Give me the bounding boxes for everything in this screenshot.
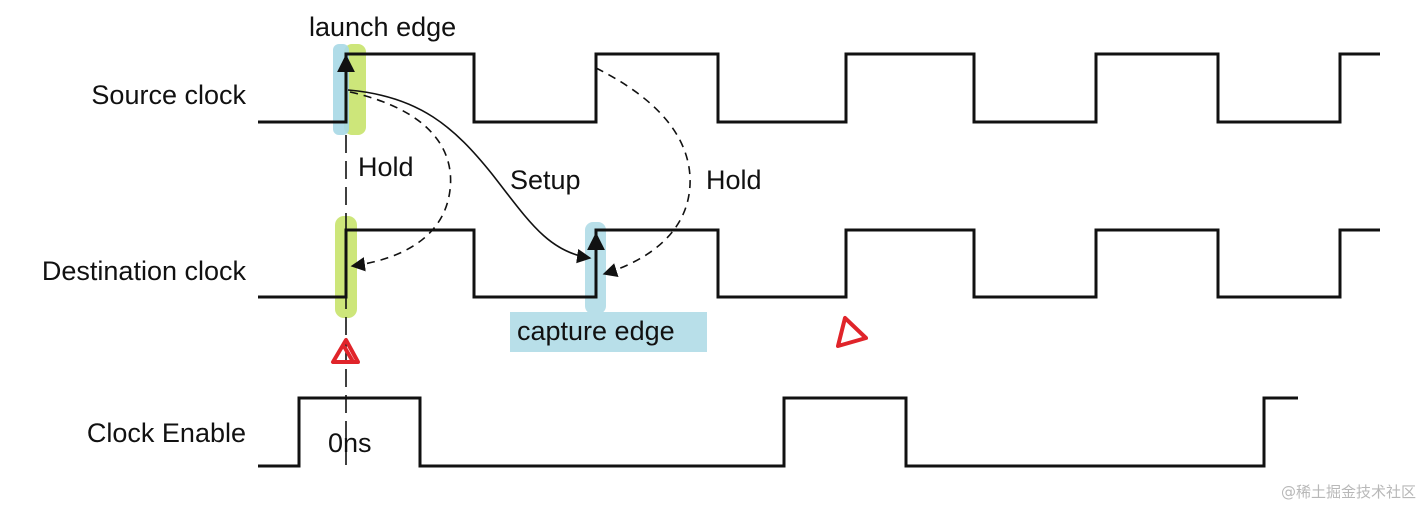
source-clock-label: Source clock bbox=[91, 80, 246, 110]
setup-label: Setup bbox=[510, 165, 581, 195]
destination-clock-label: Destination clock bbox=[42, 256, 247, 286]
capture-edge-label: capture edge bbox=[517, 316, 675, 346]
setup-arrow-curve bbox=[347, 89, 592, 264]
launch-edge-label: launch edge bbox=[309, 12, 456, 42]
clock-enable-waveform bbox=[258, 396, 1298, 468]
destination-clock-waveform bbox=[258, 228, 1380, 299]
red-marker-right bbox=[836, 316, 868, 348]
capture-edge-label-background bbox=[510, 312, 707, 352]
hold-arrow-curve-left bbox=[349, 91, 452, 272]
hold-label-right: Hold bbox=[706, 165, 762, 195]
clock-enable-label: Clock Enable bbox=[87, 418, 246, 448]
hold-label-left: Hold bbox=[358, 152, 414, 182]
zero-ns-label: 0ns bbox=[328, 428, 372, 458]
watermark: @稀土掘金技术社区 bbox=[1281, 483, 1416, 501]
hold-arrow-curve-right bbox=[595, 67, 691, 277]
red-marker-left bbox=[331, 338, 360, 364]
source-clock-waveform bbox=[258, 52, 1380, 124]
